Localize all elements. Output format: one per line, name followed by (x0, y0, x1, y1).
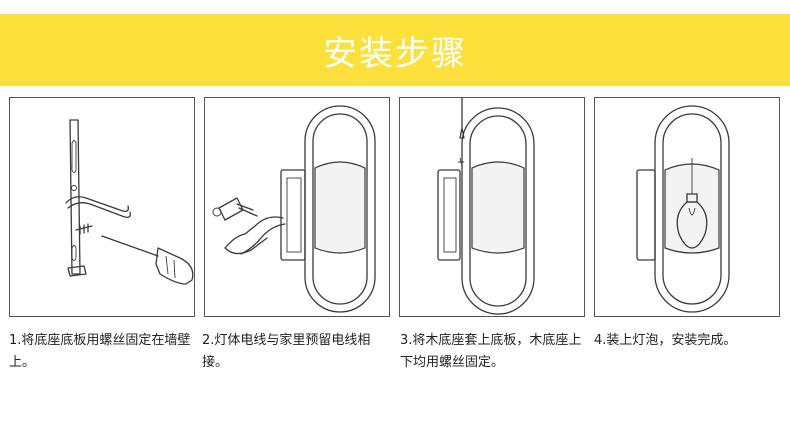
header-banner: 安装步骤 (0, 14, 790, 86)
step-4-illustration (594, 97, 780, 317)
bracket-and-screwdriver-icon (65, 119, 194, 285)
bulb-installed-icon (636, 105, 730, 313)
step-3-illustration (399, 97, 585, 317)
step-4-caption: 4.装上灯泡，安装完成。 (594, 333, 737, 348)
step-2-illustration (204, 97, 390, 317)
screw-fixing-base-icon (437, 98, 535, 315)
page-title: 安装步骤 (323, 33, 467, 74)
wire-connection-icon (212, 105, 376, 313)
step-1-caption: 1.将底座底板用螺丝固定在墙壁上。 (9, 333, 191, 370)
step-1-illustration (9, 97, 195, 317)
step-2-caption: 2.灯体电线与家里预留电线相接。 (202, 333, 371, 370)
step-3-caption: 3.将木底座套上底板，木底座上下均用螺丝固定。 (400, 333, 582, 370)
